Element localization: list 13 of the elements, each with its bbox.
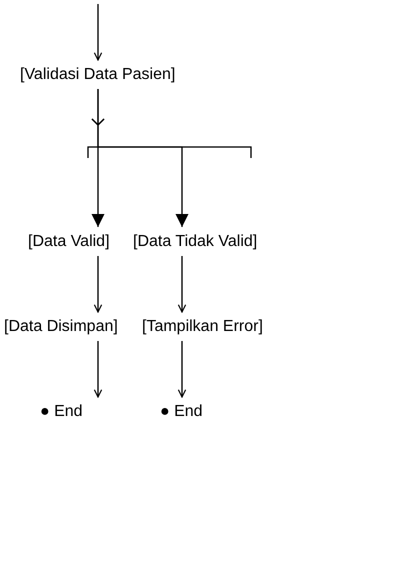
arrow <box>94 256 102 313</box>
arrow <box>94 341 102 398</box>
flow-step-text: [Data Tidak Valid] <box>133 231 258 253</box>
flow-step-text: [Validasi Data Pasien] <box>20 64 176 86</box>
flow-step-text: [Data Valid] <box>28 231 110 253</box>
flow-step-text: [Data Disimpan] <box>4 316 118 338</box>
arrow <box>91 88 188 228</box>
flow-step-text: [Tampilkan Error] <box>142 316 263 338</box>
flow-step-text: ● End <box>160 401 203 423</box>
arrow <box>178 341 186 398</box>
flow-step-text: ● End <box>40 401 83 423</box>
arrow <box>178 256 186 313</box>
arrow <box>94 4 102 61</box>
